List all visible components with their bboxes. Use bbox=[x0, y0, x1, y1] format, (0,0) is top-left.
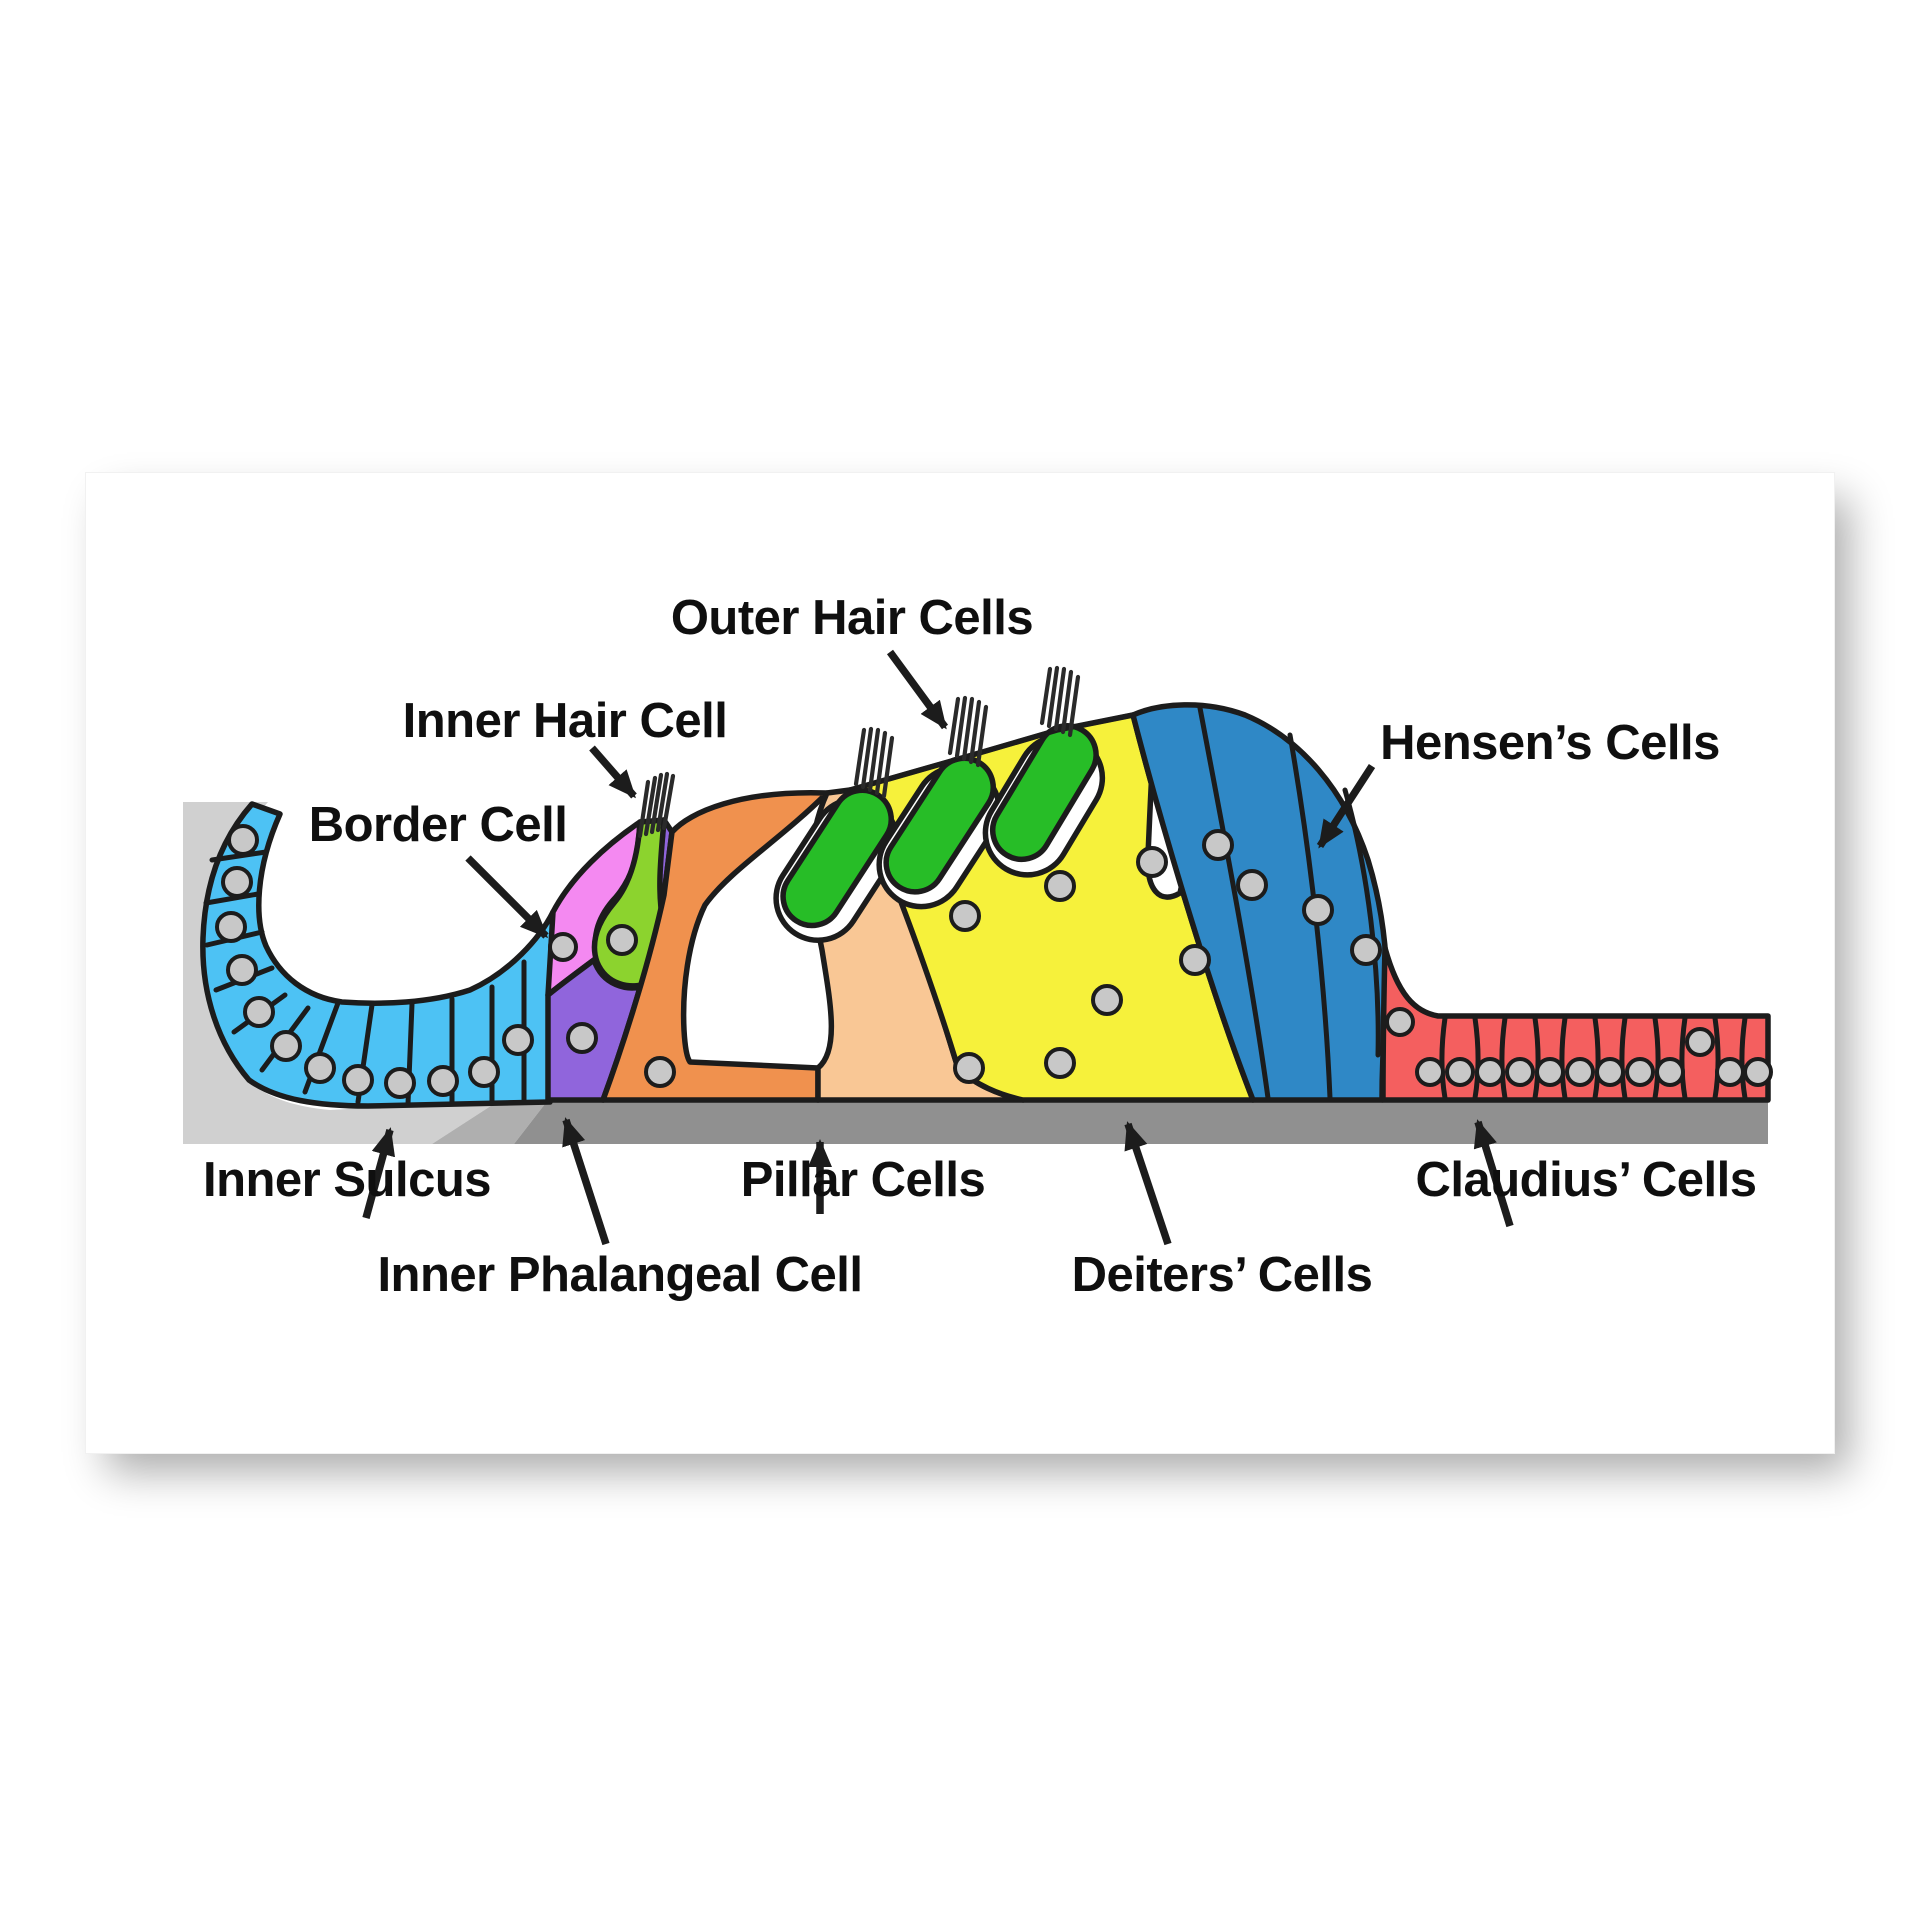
outer-hair-cell-2-stereocilia bbox=[947, 695, 989, 768]
label-pillar-cells: Pillar Cells bbox=[741, 1153, 986, 1207]
label-border-cell: Border Cell bbox=[309, 798, 568, 852]
annotation-labels: Outer Hair Cells Inner Hair Cell Border … bbox=[203, 591, 1757, 1302]
label-inner-phalangeal-cell: Inner Phalangeal Cell bbox=[377, 1248, 862, 1302]
reticular-lamina-line bbox=[847, 712, 1136, 793]
label-outer-hair-cells: Outer Hair Cells bbox=[671, 591, 1033, 645]
outer-hair-cell-1-stereocilia bbox=[853, 726, 895, 799]
arrow-claudius-cells bbox=[1473, 1119, 1514, 1228]
label-deiters-cells: Deiters’ Cells bbox=[1072, 1248, 1373, 1302]
arrow-border-cell bbox=[465, 855, 549, 939]
arrow-hensens-cells bbox=[1316, 763, 1376, 849]
arrow-inner-hair-cell bbox=[589, 745, 637, 799]
membrane-dark-region bbox=[514, 1100, 1768, 1144]
label-inner-sulcus: Inner Sulcus bbox=[203, 1153, 491, 1207]
arrow-inner-phalangeal bbox=[562, 1117, 610, 1246]
inner-pillar-cell-region bbox=[600, 789, 830, 1103]
outer-hair-cell-3 bbox=[989, 723, 1099, 863]
stereocilia bbox=[637, 665, 1081, 839]
membrane-light-region bbox=[183, 802, 500, 1144]
claudius-cell-walls bbox=[1439, 1015, 1748, 1101]
arrow-outer-hair-cells bbox=[886, 649, 949, 730]
inner-hair-cell-stereocilia bbox=[637, 771, 676, 839]
label-hensens-cells: Hensen’s Cells bbox=[1380, 716, 1720, 770]
cell-nuclei bbox=[215, 824, 1773, 1099]
label-inner-hair-cell: Inner Hair Cell bbox=[403, 694, 728, 748]
arrow-deiters-cells bbox=[1124, 1121, 1172, 1246]
annotation-arrows bbox=[362, 649, 1514, 1246]
hensens-cells-region bbox=[1130, 702, 1390, 1103]
label-claudius-cells: Claudius’ Cells bbox=[1415, 1153, 1756, 1207]
arrow-inner-sulcus bbox=[362, 1127, 395, 1219]
membrane-mid-region bbox=[432, 1100, 548, 1144]
outer-hair-cell-3-stereocilia bbox=[1039, 665, 1081, 738]
outer-hair-cell-1 bbox=[780, 787, 894, 929]
